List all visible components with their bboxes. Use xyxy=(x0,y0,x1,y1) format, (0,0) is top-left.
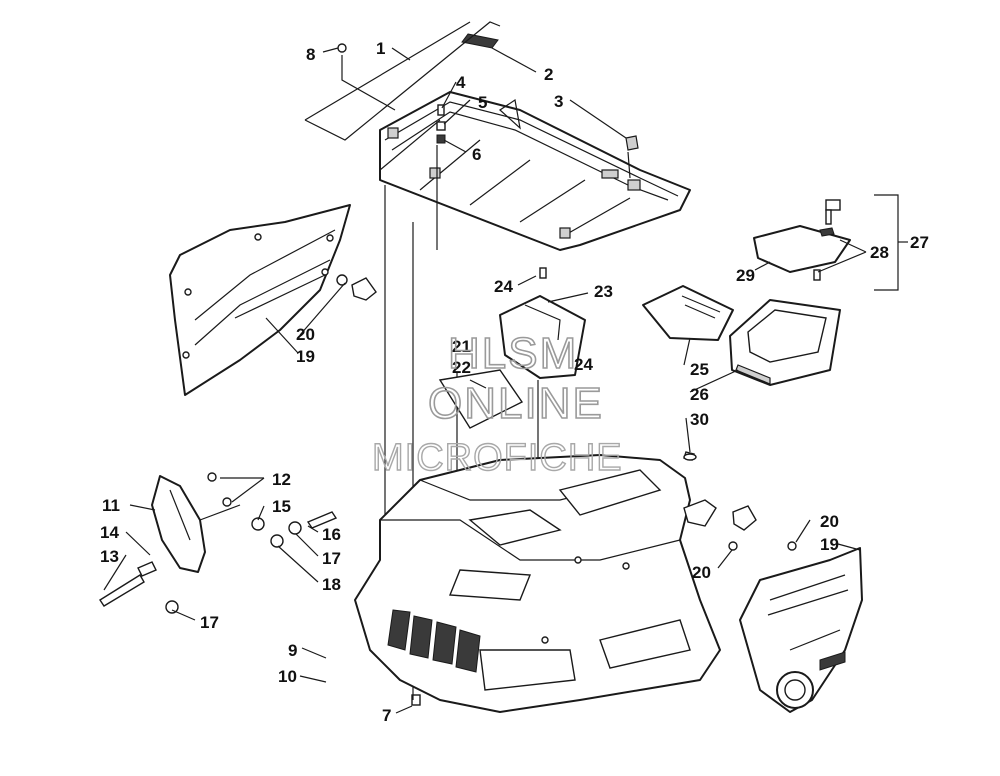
watermark-line-1: HLSM xyxy=(448,329,578,378)
callout-28: 28 xyxy=(870,243,889,262)
callout-20-left: 20 xyxy=(296,325,315,344)
callout-1: 1 xyxy=(376,39,385,58)
instrument-plate xyxy=(438,369,524,429)
callout-24-upper: 24 xyxy=(494,277,513,296)
callout-21: 21 xyxy=(452,337,471,356)
callout-2: 2 xyxy=(544,65,553,84)
top-cap xyxy=(753,199,851,281)
callout-24-lower: 24 xyxy=(574,355,593,374)
callout-10: 10 xyxy=(278,667,297,686)
headlight-hardware xyxy=(99,472,338,614)
callout-26: 26 xyxy=(690,385,709,404)
watermark-line-3: MICROFICHE xyxy=(372,437,623,479)
callout-23: 23 xyxy=(594,282,613,301)
callout-20-lower: 20 xyxy=(692,563,711,582)
front-fender xyxy=(354,454,721,713)
callout-20-right: 20 xyxy=(820,512,839,531)
callout-5: 5 xyxy=(478,93,487,112)
callout-12: 12 xyxy=(272,470,291,489)
callout-25: 25 xyxy=(690,360,709,379)
callout-30: 30 xyxy=(690,410,709,429)
watermark-line-2: ONLINE xyxy=(428,379,604,428)
storage-box xyxy=(729,299,841,386)
storage-lid xyxy=(642,285,734,341)
right-side-panel xyxy=(739,547,863,713)
callout-leaders xyxy=(103,47,867,714)
callout-16: 16 xyxy=(322,525,341,544)
washer-30 xyxy=(683,453,697,461)
callout-27: 27 xyxy=(910,233,929,252)
callout-22: 22 xyxy=(452,358,471,377)
callout-labels: 1 2 3 4 5 6 7 8 9 10 11 12 13 14 15 16 1… xyxy=(100,39,929,725)
callout-3: 3 xyxy=(554,92,563,111)
callout-6: 6 xyxy=(472,145,481,164)
callout-14: 14 xyxy=(100,523,119,542)
bracket-27 xyxy=(874,194,908,291)
left-side-panel xyxy=(169,204,351,396)
right-panel-fasteners xyxy=(728,505,797,551)
callout-29: 29 xyxy=(736,266,755,285)
callout-15: 15 xyxy=(272,497,291,516)
callout-8: 8 xyxy=(306,45,315,64)
callout-19-left: 19 xyxy=(296,347,315,366)
front-rack xyxy=(379,91,691,251)
left-panel-fasteners xyxy=(336,274,377,301)
center-cover xyxy=(499,267,586,379)
callout-13: 13 xyxy=(100,547,119,566)
callout-4: 4 xyxy=(456,73,466,92)
rack-hardware xyxy=(337,43,639,706)
callout-18: 18 xyxy=(322,575,341,594)
fender-right-bracket xyxy=(683,451,717,527)
callout-11: 11 xyxy=(102,496,120,515)
watermark: HLSM ONLINE MICROFICHE xyxy=(371,328,623,480)
callout-9: 9 xyxy=(288,641,297,660)
callout-19-right: 19 xyxy=(820,535,839,554)
callout-7: 7 xyxy=(382,706,391,725)
callout-17-upper: 17 xyxy=(322,549,341,568)
headlight-cover xyxy=(151,475,241,573)
callout-17-lower: 17 xyxy=(200,613,219,632)
